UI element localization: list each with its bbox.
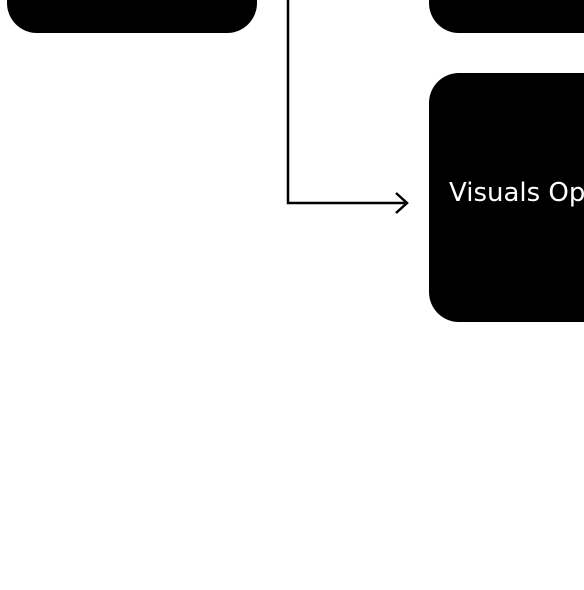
arrowhead-icon — [395, 192, 409, 214]
connector-line — [286, 0, 406, 205]
node-top-left[interactable] — [7, 0, 257, 33]
node-visuals-label: Visuals Op — [449, 178, 584, 208]
node-visuals[interactable]: Visuals Op — [429, 73, 584, 322]
node-top-right[interactable] — [429, 0, 584, 33]
